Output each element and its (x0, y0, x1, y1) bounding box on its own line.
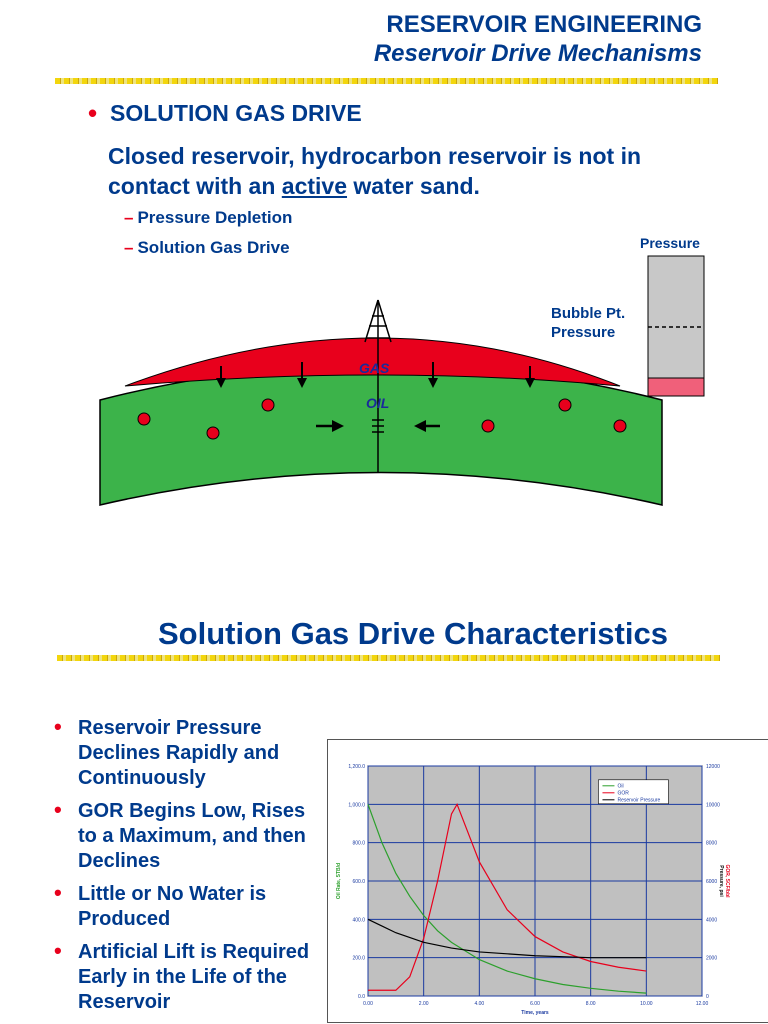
bullet-dot-icon: • (54, 714, 62, 739)
y-left-tick-label: 200.0 (352, 956, 365, 962)
y-left-tick-label: 1,200.0 (348, 764, 365, 770)
gas-bubble (137, 412, 151, 426)
legend-label: GOR (617, 791, 629, 797)
list-item: • GOR Begins Low, Rises to a Maximum, and… (54, 797, 314, 874)
pressure-label: Pressure (640, 235, 700, 251)
legend-label: Reservoir Pressure (617, 798, 660, 804)
y-right-tick-label: 6000 (706, 879, 717, 885)
section-title: Solution Gas Drive Characteristics (158, 616, 668, 651)
derrick-icon (364, 299, 392, 343)
pressure-low-fill (647, 377, 705, 397)
gas-bubbles (137, 398, 627, 440)
sub-item-label: Solution Gas Drive (137, 238, 290, 257)
gas-bubble (261, 398, 275, 412)
y-right-tick-label: 12000 (706, 764, 720, 770)
oil-label: OIL (366, 395, 389, 411)
para-underlined-word: active (281, 173, 348, 199)
gas-cap (124, 337, 621, 387)
y-left-tick-label: 600.0 (352, 879, 365, 885)
oil-zone (99, 363, 663, 506)
bullet-dot-icon: • (88, 98, 98, 128)
y-right-axis-label-pressure: Pressure, psi (718, 865, 724, 897)
list-item: • Little or No Water is Produced (54, 880, 314, 932)
bubble-point-label: Bubble Pt. Pressure (551, 304, 625, 342)
para-text-1: Closed reservoir, hydrocarbon reservoir … (108, 143, 642, 199)
gas-bubble (558, 398, 572, 412)
down-arrow-icon (216, 366, 226, 388)
series-line-gor (368, 802, 647, 991)
list-item-text: Reservoir Pressure Declines Rapidly and … (78, 717, 280, 789)
bubble-label-line1: Bubble Pt. (551, 305, 626, 322)
y-left-tick-label: 0.0 (358, 994, 365, 1000)
gas-expansion-arrows (216, 362, 535, 388)
gas-bubble (613, 419, 627, 433)
x-tick-label: 2.00 (419, 1001, 429, 1007)
x-tick-label: 4.00 (474, 1001, 484, 1007)
flow-arrow-left-icon (414, 420, 440, 432)
y-right-tick-label: 8000 (706, 841, 717, 847)
bullet-text: SOLUTION GAS DRIVE (110, 100, 362, 126)
perforations-icon (372, 419, 384, 433)
pressure-column-box (647, 255, 705, 397)
gas-label: GAS (359, 360, 390, 376)
list-item: • Artificial Lift is Required Early in th… (54, 938, 314, 1015)
series-line-reservoir-pressure (367, 918, 647, 959)
bullet-dot-icon: • (54, 797, 62, 822)
x-tick-label: 12.00 (696, 1001, 709, 1007)
sub-item-label: Pressure Depletion (137, 208, 293, 227)
characteristics-list: • Reservoir Pressure Declines Rapidly and… (54, 714, 314, 1023)
bullet-solution-gas-drive: • SOLUTION GAS DRIVE (88, 98, 362, 128)
sub-item-solution-gas-drive: –Solution Gas Drive (124, 238, 290, 258)
y-left-tick-label: 800.0 (352, 841, 365, 847)
pressure-column (647, 255, 705, 397)
down-arrow-icon (428, 362, 438, 388)
bullet-dot-icon: • (54, 880, 62, 905)
x-tick-label: 8.00 (586, 1001, 596, 1007)
dash-icon: – (124, 208, 134, 227)
page-subtitle: Reservoir Drive Mechanisms (373, 40, 702, 67)
bubble-label-line2: Pressure (551, 324, 616, 341)
list-item: • Reservoir Pressure Declines Rapidly and… (54, 714, 314, 791)
legend-label: Oil (617, 784, 623, 790)
y-left-tick-label: 400.0 (352, 917, 365, 923)
y-right-tick-label: 2000 (706, 956, 717, 962)
reservoir-diagram: GAS OIL (99, 255, 705, 506)
y-right-tick-label: 4000 (706, 917, 717, 923)
down-arrow-icon (525, 366, 535, 388)
para-text-2: water sand. (347, 173, 480, 199)
x-tick-label: 10.00 (640, 1001, 653, 1007)
header-title-block: RESERVOIR ENGINEERING Reservoir Drive Me… (374, 10, 702, 68)
dash-icon: – (124, 238, 134, 257)
sub-item-pressure-depletion: –Pressure Depletion (124, 208, 292, 228)
y-right-tick-label: 0 (706, 994, 709, 1000)
x-axis-label: Time, years (521, 1010, 549, 1016)
section-divider (57, 655, 720, 661)
down-arrow-icon (297, 362, 307, 388)
y-right-axis-label-gor: GOR, SCF/bbl (724, 864, 730, 898)
flow-arrow-right-icon (316, 420, 344, 432)
y-right-tick-label: 10000 (706, 802, 720, 808)
list-item-text: GOR Begins Low, Rises to a Maximum, and … (78, 800, 306, 872)
list-item-text: Little or No Water is Produced (78, 883, 267, 930)
page-title: RESERVOIR ENGINEERING (386, 11, 702, 38)
description-paragraph: Closed reservoir, hydrocarbon reservoir … (108, 141, 708, 201)
y-left-tick-label: 1,000.0 (348, 802, 365, 808)
list-item-text: Artificial Lift is Required Early in the… (78, 941, 310, 1013)
x-tick-label: 6.00 (530, 1001, 540, 1007)
gas-bubble (481, 419, 495, 433)
header-divider (55, 78, 718, 84)
series-line-oil (367, 804, 647, 994)
bullet-dot-icon: • (54, 938, 62, 963)
y-left-axis-label: Oil Rate, STB/d (336, 863, 342, 899)
gas-bubble (206, 426, 220, 440)
x-tick-label: 0.00 (363, 1001, 373, 1007)
